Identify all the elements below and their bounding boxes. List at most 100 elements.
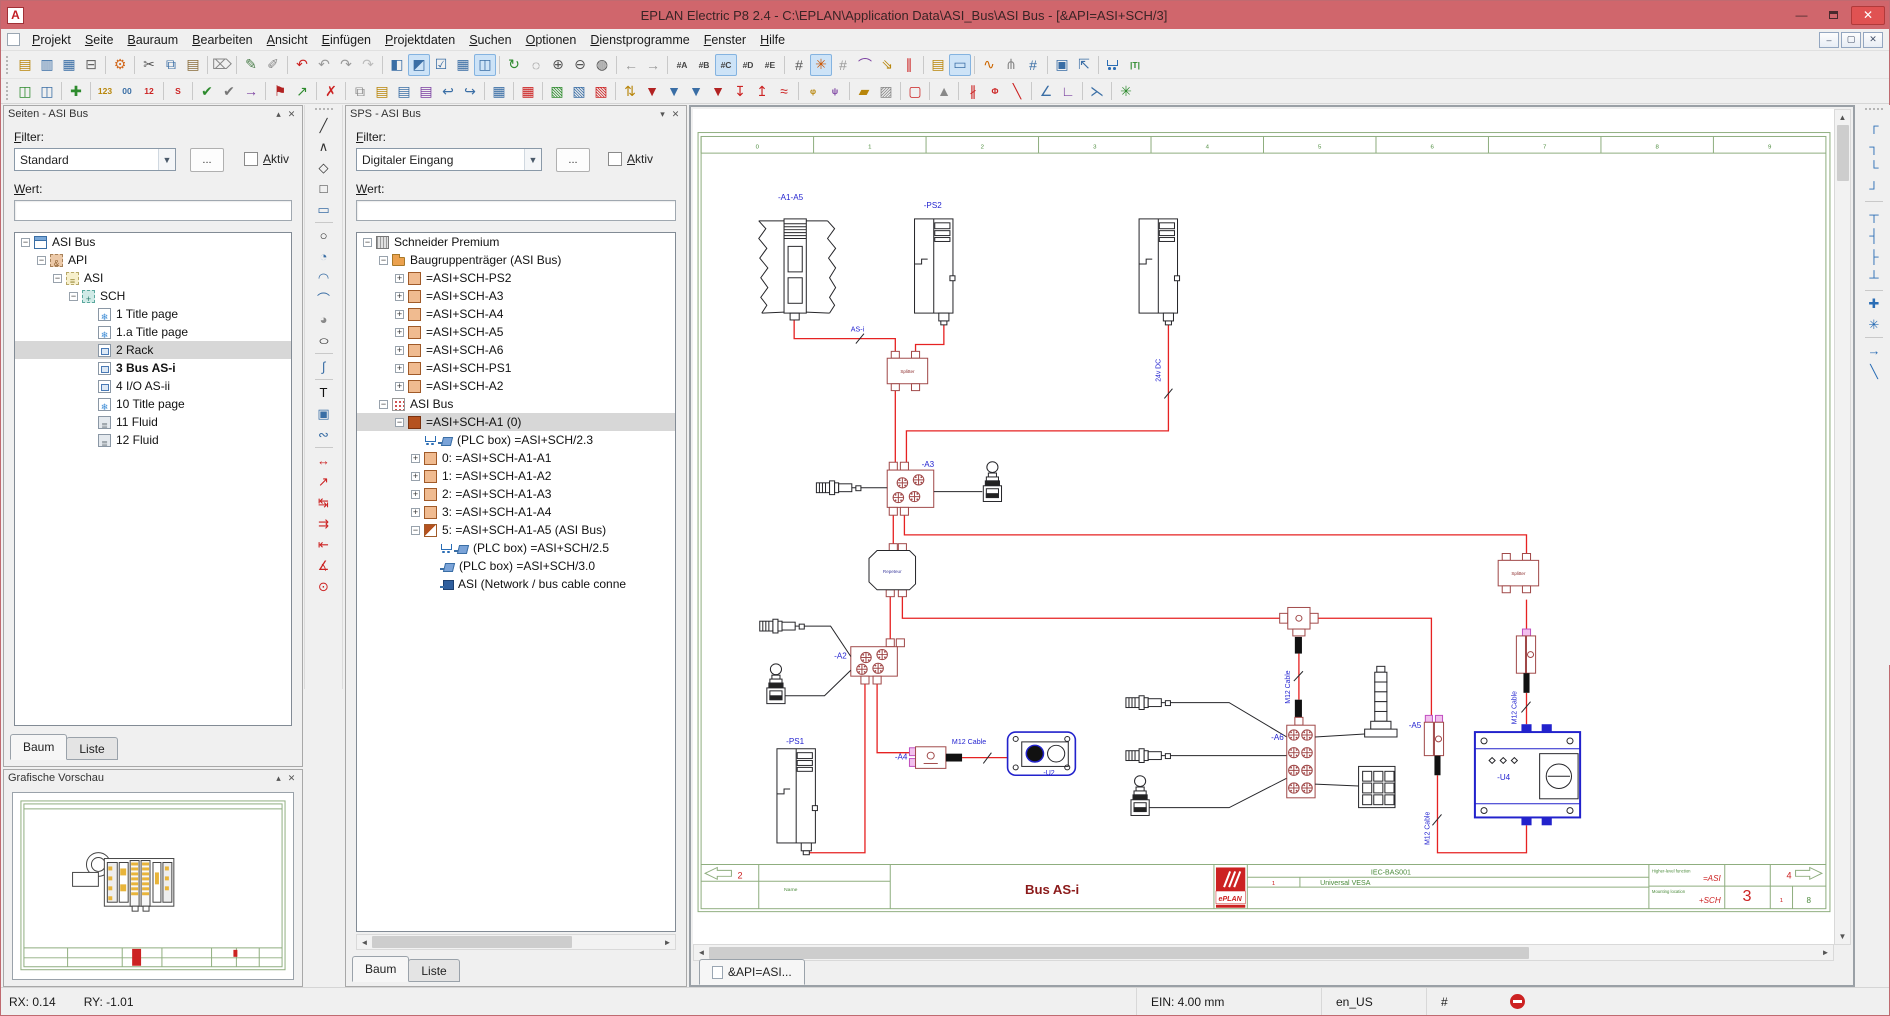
slave-module-a4[interactable]: -A4: [895, 747, 962, 769]
schematic-canvas[interactable]: 0123456789: [693, 109, 1834, 945]
filter-devices-icon[interactable]: ▼: [641, 80, 663, 102]
format-brush-icon[interactable]: ✎: [240, 54, 262, 76]
tree-item[interactable]: +3: =ASI+SCH-A1-A4: [357, 503, 675, 521]
proximity-sensor[interactable]: [1126, 696, 1287, 737]
copy-icon[interactable]: ⧉: [160, 54, 182, 76]
tab-liste[interactable]: Liste: [408, 959, 459, 982]
menu-suchen[interactable]: Suchen: [462, 31, 518, 49]
page-macro-icon[interactable]: ▤: [393, 80, 415, 102]
menu-projektdaten[interactable]: Projektdaten: [378, 31, 462, 49]
plc-export-icon[interactable]: ▧: [590, 80, 612, 102]
grid-design-icon[interactable]: #: [1022, 54, 1044, 76]
graphic-scale-icon[interactable]: ∥: [898, 54, 920, 76]
gateway-u4[interactable]: -U4: [1475, 724, 1580, 825]
expand-icon[interactable]: +: [395, 328, 404, 337]
slave-module-u4-feed[interactable]: [1516, 629, 1535, 673]
collapse-icon[interactable]: −: [53, 274, 62, 283]
expand-icon[interactable]: +: [411, 490, 420, 499]
plc-sync-icon[interactable]: ▧: [546, 80, 568, 102]
menu-ansicht[interactable]: Ansicht: [260, 31, 315, 49]
collapse-icon[interactable]: −: [37, 256, 46, 265]
collapse-icon[interactable]: −: [21, 238, 30, 247]
draw-sector-icon[interactable]: ◕: [312, 309, 336, 330]
plc-import-icon[interactable]: ▧: [568, 80, 590, 102]
menu-bauraum[interactable]: Bauraum: [120, 31, 185, 49]
pages-aktiv-checkbox[interactable]: [244, 152, 258, 166]
power-supply-ps1[interactable]: -PS1: [777, 737, 817, 855]
corner-down-right-icon[interactable]: ┐: [1862, 136, 1886, 157]
draw-rectangle-icon[interactable]: □: [312, 178, 336, 199]
t-node-up-icon[interactable]: ┴: [1862, 267, 1886, 288]
window-preview-icon[interactable]: ◫: [474, 54, 496, 76]
zoom-in-icon[interactable]: ⊕: [547, 54, 569, 76]
expand-icon[interactable]: +: [395, 310, 404, 319]
tree-item[interactable]: −Schneider Premium: [357, 233, 675, 251]
tree-item[interactable]: (PLC box) =ASI+SCH/2.3: [357, 431, 675, 449]
insert-text-icon[interactable]: |T|: [1124, 54, 1146, 76]
sps-wert-input[interactable]: [356, 200, 676, 221]
corner-up-right-icon[interactable]: ┘: [1862, 178, 1886, 199]
delete-icon[interactable]: ⌦: [211, 54, 233, 76]
tree-item[interactable]: +=ASI+SCH-PS2: [357, 269, 675, 287]
expand-icon[interactable]: +: [395, 274, 404, 283]
terminals-icon[interactable]: ∦: [962, 80, 984, 102]
ball-switch[interactable]: [1131, 776, 1287, 816]
page-properties-icon[interactable]: ▦: [58, 54, 80, 76]
dim-oblique-icon[interactable]: ↗: [312, 471, 336, 492]
draw-rectangle-2-icon[interactable]: ▭: [312, 199, 336, 220]
connection-branch-icon[interactable]: ⋋: [1086, 80, 1108, 102]
expand-icon[interactable]: +: [411, 454, 420, 463]
edit-terminal-strip-icon[interactable]: ▦: [488, 80, 510, 102]
sps-horizontal-scrollbar[interactable]: ◄ ►: [356, 934, 676, 950]
restore-button[interactable]: [1819, 6, 1848, 25]
dim-continued-icon[interactable]: ↹: [312, 492, 336, 513]
tree-item[interactable]: −=ASI+SCH-A1 (0): [357, 413, 675, 431]
cancel-action-icon[interactable]: ✗: [320, 80, 342, 102]
expand-icon[interactable]: +: [395, 382, 404, 391]
add-on-icon[interactable]: ✚: [65, 80, 87, 102]
window-check-icon[interactable]: ☑: [430, 54, 452, 76]
mdi-minimize-button[interactable]: –: [1819, 32, 1839, 48]
close-button[interactable]: ✕: [1851, 6, 1885, 25]
page-navigator-icon[interactable]: ◫: [14, 80, 36, 102]
panel-pin-icon[interactable]: ▴: [272, 772, 285, 784]
insert-hyperlink-icon[interactable]: ∾: [312, 424, 336, 445]
page-properties-2-icon[interactable]: ▤: [415, 80, 437, 102]
net-node-icon[interactable]: ✳: [1115, 80, 1137, 102]
collapse-icon[interactable]: −: [379, 256, 388, 265]
tab-liste[interactable]: Liste: [66, 737, 117, 760]
hatch-fill-icon[interactable]: ▨: [875, 80, 897, 102]
dim-linear-icon[interactable]: ↔: [312, 450, 336, 471]
scroll-up-icon[interactable]: ▲: [1835, 110, 1850, 125]
splitter-2[interactable]: Splitter: [1498, 553, 1538, 592]
filter-functions-icon[interactable]: ▼: [685, 80, 707, 102]
tree-item[interactable]: +=ASI+SCH-A5: [357, 323, 675, 341]
tree-item[interactable]: +=ASI+SCH-A2: [357, 377, 675, 395]
signal-wave-icon[interactable]: ∿: [978, 54, 1000, 76]
tree-item[interactable]: −ASI Bus: [357, 395, 675, 413]
menu-seite[interactable]: Seite: [78, 31, 121, 49]
corner-up-left-icon[interactable]: └: [1862, 157, 1886, 178]
check-settings-icon[interactable]: ✔: [218, 80, 240, 102]
grid-b-icon[interactable]: #B: [693, 54, 715, 76]
scroll-left-icon[interactable]: ◄: [694, 945, 709, 960]
grid-snap-icon[interactable]: ✳: [810, 54, 832, 76]
tree-item[interactable]: 4 I/O AS-ii: [15, 377, 291, 395]
menu-optionen[interactable]: Optionen: [519, 31, 584, 49]
grid-show-icon[interactable]: #: [788, 54, 810, 76]
menu-hilfe[interactable]: Hilfe: [753, 31, 792, 49]
signal-tower[interactable]: [1315, 666, 1397, 737]
corner-down-left-icon[interactable]: ┌: [1862, 115, 1886, 136]
scroll-thumb[interactable]: [372, 936, 572, 948]
collapse-icon[interactable]: −: [395, 418, 404, 427]
navigate-device-icon[interactable]: ⚑: [269, 80, 291, 102]
tree-item[interactable]: +=ASI+SCH-A3: [357, 287, 675, 305]
draw-circle-icon[interactable]: ○: [312, 225, 336, 246]
shopping-cart-icon[interactable]: [1102, 54, 1124, 76]
tree-item[interactable]: −Baugruppenträger (ASI Bus): [357, 251, 675, 269]
io-module-a3[interactable]: -A3: [887, 460, 935, 515]
mdi-restore-button[interactable]: ▢: [1841, 32, 1861, 48]
check-project-icon[interactable]: ✔: [196, 80, 218, 102]
tab-api-asi[interactable]: &API=ASI...: [699, 959, 805, 985]
panel-pin-icon[interactable]: ▾: [656, 108, 669, 120]
